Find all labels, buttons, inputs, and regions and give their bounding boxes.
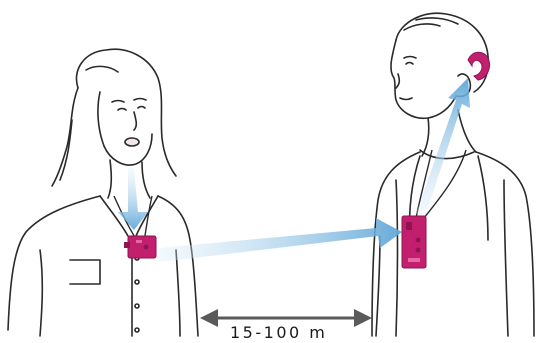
listener-man-icon bbox=[372, 13, 534, 336]
receiver-device-icon bbox=[402, 216, 426, 268]
transmitter-device-icon bbox=[124, 236, 156, 258]
distance-label: 15-100 m bbox=[228, 324, 329, 342]
signal-arrow-icon bbox=[158, 218, 402, 262]
speaker-woman-icon bbox=[8, 49, 198, 336]
